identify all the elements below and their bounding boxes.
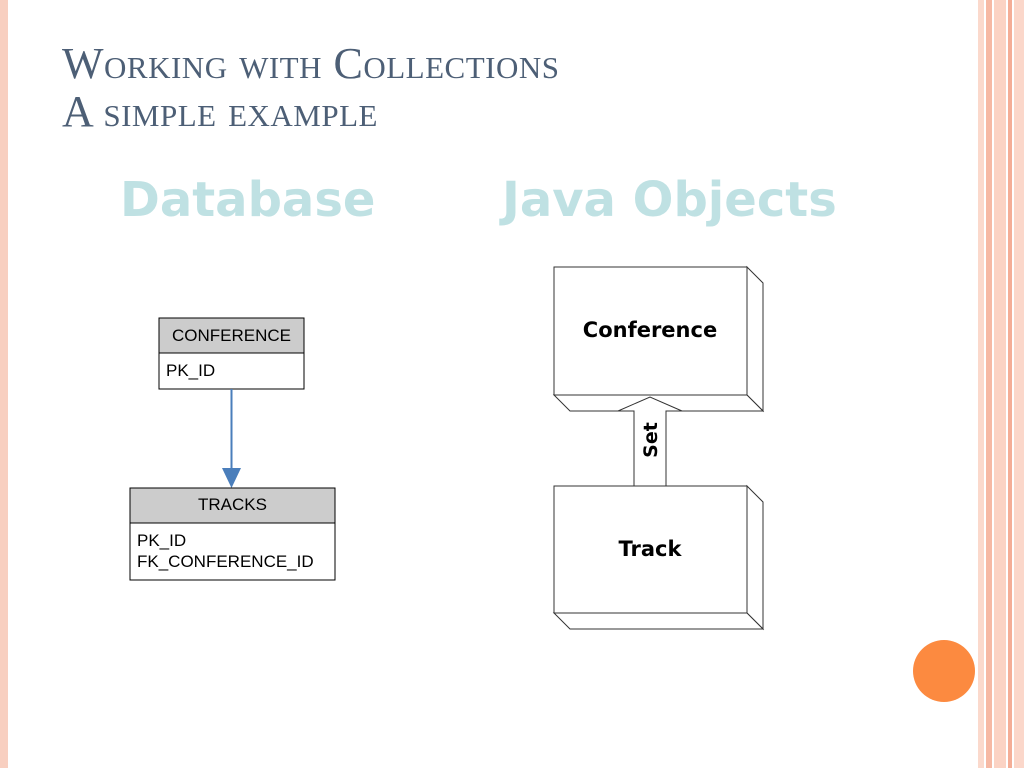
slide-title: Working with Collections A simple exampl… <box>62 40 559 136</box>
orange-circle-decoration <box>913 640 975 702</box>
tracks-field-pk-id: PK_ID <box>137 531 186 550</box>
database-heading: Database <box>120 172 376 228</box>
conference-object-label: Conference <box>583 318 717 342</box>
java-objects-heading: Java Objects <box>502 172 837 228</box>
relation-arrow <box>222 389 241 488</box>
tracks-field-fk-conference-id: FK_CONFERENCE_ID <box>137 552 314 571</box>
conference-table: CONFERENCE PK_ID <box>158 317 305 390</box>
conference-table-name: CONFERENCE <box>172 326 291 345</box>
tracks-table-name: TRACKS <box>198 495 267 514</box>
tracks-table: TRACKS PK_ID FK_CONFERENCE_ID <box>129 487 336 581</box>
title-line-2: A simple example <box>62 87 378 136</box>
track-object <box>552 484 765 631</box>
track-object-label: Track <box>619 537 683 561</box>
set-connector <box>617 396 683 487</box>
title-line-1: Working with Collections <box>62 39 560 88</box>
conference-field-pk-id: PK_ID <box>166 361 215 380</box>
right-border-stripes <box>978 0 1024 768</box>
set-label: Set <box>640 422 662 458</box>
left-border <box>0 0 8 768</box>
